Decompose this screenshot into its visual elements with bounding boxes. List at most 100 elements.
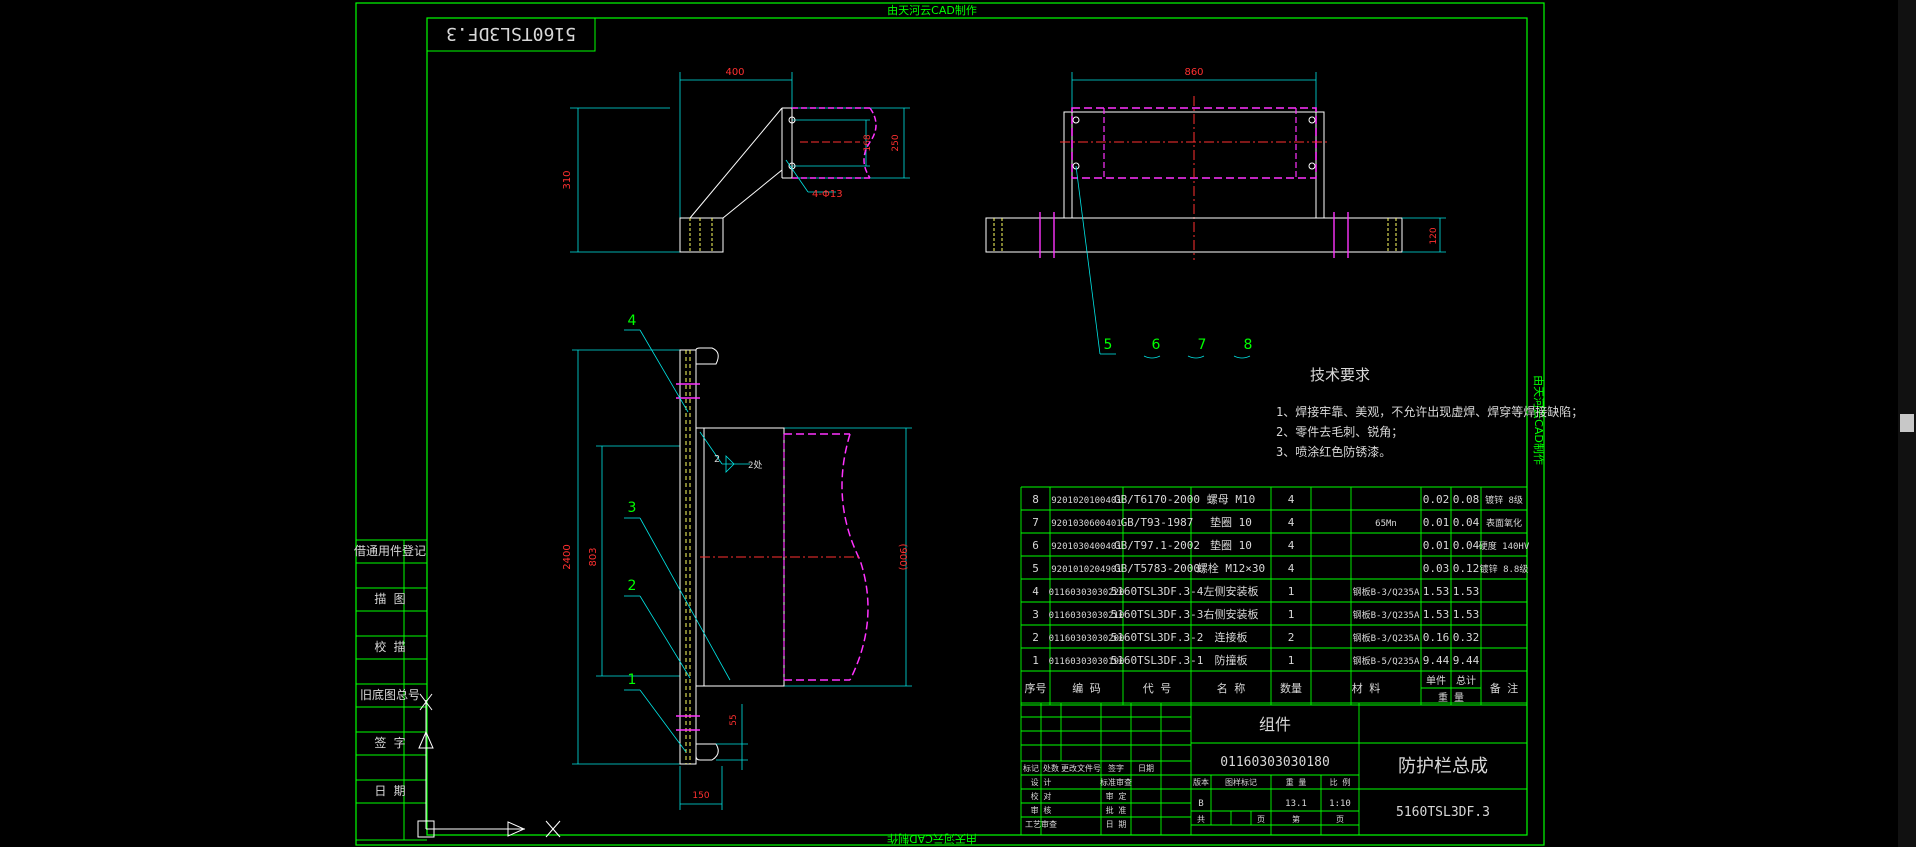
role-3: 审 核 — [1031, 805, 1052, 815]
side-watermark: 由天河云CAD制作 — [1532, 375, 1546, 465]
hole-callout: 4-Φ13 — [812, 189, 843, 200]
role2-2: 审 定 — [1106, 791, 1127, 801]
sheet-label-3: 第 — [1292, 814, 1300, 824]
bom-cell: 螺母 M10 — [1207, 493, 1256, 506]
role2-1: 标准审查 — [1100, 777, 1132, 787]
bom-cell: 5160TSL3DF.3-2 — [1111, 631, 1204, 644]
bom-cell: GB/T6170-2000 — [1114, 493, 1200, 506]
role-2: 校 对 — [1031, 791, 1052, 801]
dim-860: 860 — [1184, 67, 1203, 78]
side-view: 400 310 168 250 4-Φ — [562, 67, 910, 253]
bom-cell: 4 — [1032, 585, 1039, 598]
bom-cell: 0.02 — [1423, 493, 1450, 506]
bom-cell: 01160303030190 — [1049, 657, 1125, 667]
side-label-3: 校 描 — [374, 639, 405, 654]
tech-item-1: 1、焊接牢靠、美观，不允许出现虚焊、焊穿等焊接缺陷； — [1276, 404, 1583, 419]
bom-cell: 0.01 — [1423, 516, 1450, 529]
bom-cell: 0.01 — [1423, 539, 1450, 552]
dim-2400: 2400 — [562, 544, 573, 569]
bom-cell: 0.04 — [1453, 516, 1480, 529]
dim-168: 168 — [863, 134, 873, 151]
bom-cell: 垫圈 10 — [1210, 538, 1252, 552]
footer-watermark: 由天河云CAD制作 — [887, 832, 977, 846]
balloon-7: 7 — [1198, 337, 1207, 353]
bom-cell: 5 — [1032, 562, 1039, 575]
stage-value-1: B — [1198, 799, 1203, 809]
side-label-2: 描 图 — [374, 592, 405, 606]
sheet-label-1: 共 — [1197, 815, 1205, 824]
stage-label-1: 版本 — [1193, 777, 1209, 787]
bom-header: 名 称 — [1217, 681, 1246, 695]
bom-header: 材 料 — [1352, 681, 1381, 695]
balloon-3: 3 — [628, 500, 637, 516]
bom-cell: 2 — [1032, 631, 1039, 644]
bom-cell: 65Mn — [1375, 519, 1397, 529]
inner-frame — [426, 17, 1528, 836]
bom-header: 数量 — [1280, 682, 1302, 695]
bom-cell: 9.44 — [1453, 654, 1480, 667]
side-label-4: 旧底图总号 — [360, 687, 420, 702]
sheet-label-2: 页 — [1257, 815, 1265, 824]
bom-cell: 1 — [1288, 654, 1295, 667]
dim-400: 400 — [725, 67, 744, 78]
bom-header: 总计 — [1456, 674, 1476, 687]
bom-cell: 4 — [1288, 493, 1295, 506]
title-name: 防护栏总成 — [1398, 756, 1488, 777]
bom-cell: 5160TSL3DF.3-1 — [1111, 654, 1204, 667]
bom-cell: 0.08 — [1453, 493, 1480, 506]
title-block — [1020, 702, 1528, 836]
side-label-1: 借通用件登记 — [354, 543, 426, 558]
bom-cell: 9201010204901 — [1051, 565, 1121, 575]
outer-frame — [355, 2, 1545, 846]
tech-item-2: 2、零件去毛刺、锐角； — [1276, 425, 1403, 439]
bom-cell: 5160TSL3DF.3-4 — [1111, 585, 1204, 598]
balloon-6: 6 — [1152, 337, 1161, 353]
bom-cell: 4 — [1288, 539, 1295, 552]
balloon-2: 2 — [628, 578, 637, 594]
bom-cell: 6 — [1032, 539, 1039, 552]
bom-cell: 01160303030220 — [1049, 588, 1125, 598]
bom-cell: 1 — [1032, 654, 1039, 667]
weld-size: 2 — [714, 454, 720, 465]
dim-55: 55 — [729, 714, 739, 725]
stage-value-4: 1:10 — [1329, 799, 1351, 809]
side-label-5: 签 字 — [374, 735, 405, 750]
front-view: 860 120 5 6 7 8 — [985, 67, 1446, 359]
dim-120: 120 — [1429, 227, 1439, 244]
title-code: 01160303030180 — [1220, 755, 1330, 770]
bom-cell: 0.04 — [1453, 539, 1480, 552]
bom-cell: GB/T93-1987 — [1121, 516, 1194, 529]
role-4: 工艺审查 — [1025, 819, 1057, 829]
bom-cell: 表面氧化 — [1486, 517, 1522, 529]
top-stamp-text: 5160TSL3DF.3 — [446, 23, 576, 44]
bom-cell: 7 — [1032, 516, 1039, 529]
role2-4: 日 期 — [1106, 820, 1127, 829]
dim-900: (900) — [897, 544, 908, 571]
bom-header: 代 号 — [1143, 682, 1172, 695]
balloon-1: 1 — [628, 672, 637, 688]
dim-803: 803 — [588, 547, 599, 566]
stage-label-2: 图样标记 — [1225, 777, 1257, 787]
bom-cell: 螺栓 M12×30 — [1197, 561, 1265, 575]
side-label-6: 日 期 — [374, 784, 405, 798]
title-drawing-no: 5160TSL3DF.3 — [1396, 805, 1490, 820]
rev-label-2: 处数 — [1043, 763, 1059, 773]
title-block-text: 组件 01160303030180 防护栏总成 5160TSL3DF.3 标记 … — [1023, 715, 1490, 829]
bom-cell: 8 — [1032, 493, 1039, 506]
bom-cell: GB/T5783-2000 — [1114, 562, 1200, 575]
bom-cell: 左侧安装板 — [1204, 584, 1259, 598]
bom-cell: 4 — [1288, 562, 1295, 575]
bom-cell: 1.53 — [1453, 608, 1480, 621]
weld-mark: 2处 — [748, 459, 762, 471]
bom-cell: 钢板B-3/Q235A — [1353, 609, 1420, 621]
sheet-label-4: 页 — [1336, 815, 1344, 824]
bom-header: 编 码 — [1072, 681, 1101, 695]
bom-cell: 右侧安装板 — [1204, 607, 1259, 621]
scrollbar-thumb[interactable] — [1900, 414, 1914, 432]
bom-cell: 3 — [1032, 608, 1039, 621]
bom-cell: 1.53 — [1453, 585, 1480, 598]
bom-header: 单件 — [1426, 675, 1446, 687]
vertical-scrollbar[interactable] — [1898, 0, 1916, 847]
